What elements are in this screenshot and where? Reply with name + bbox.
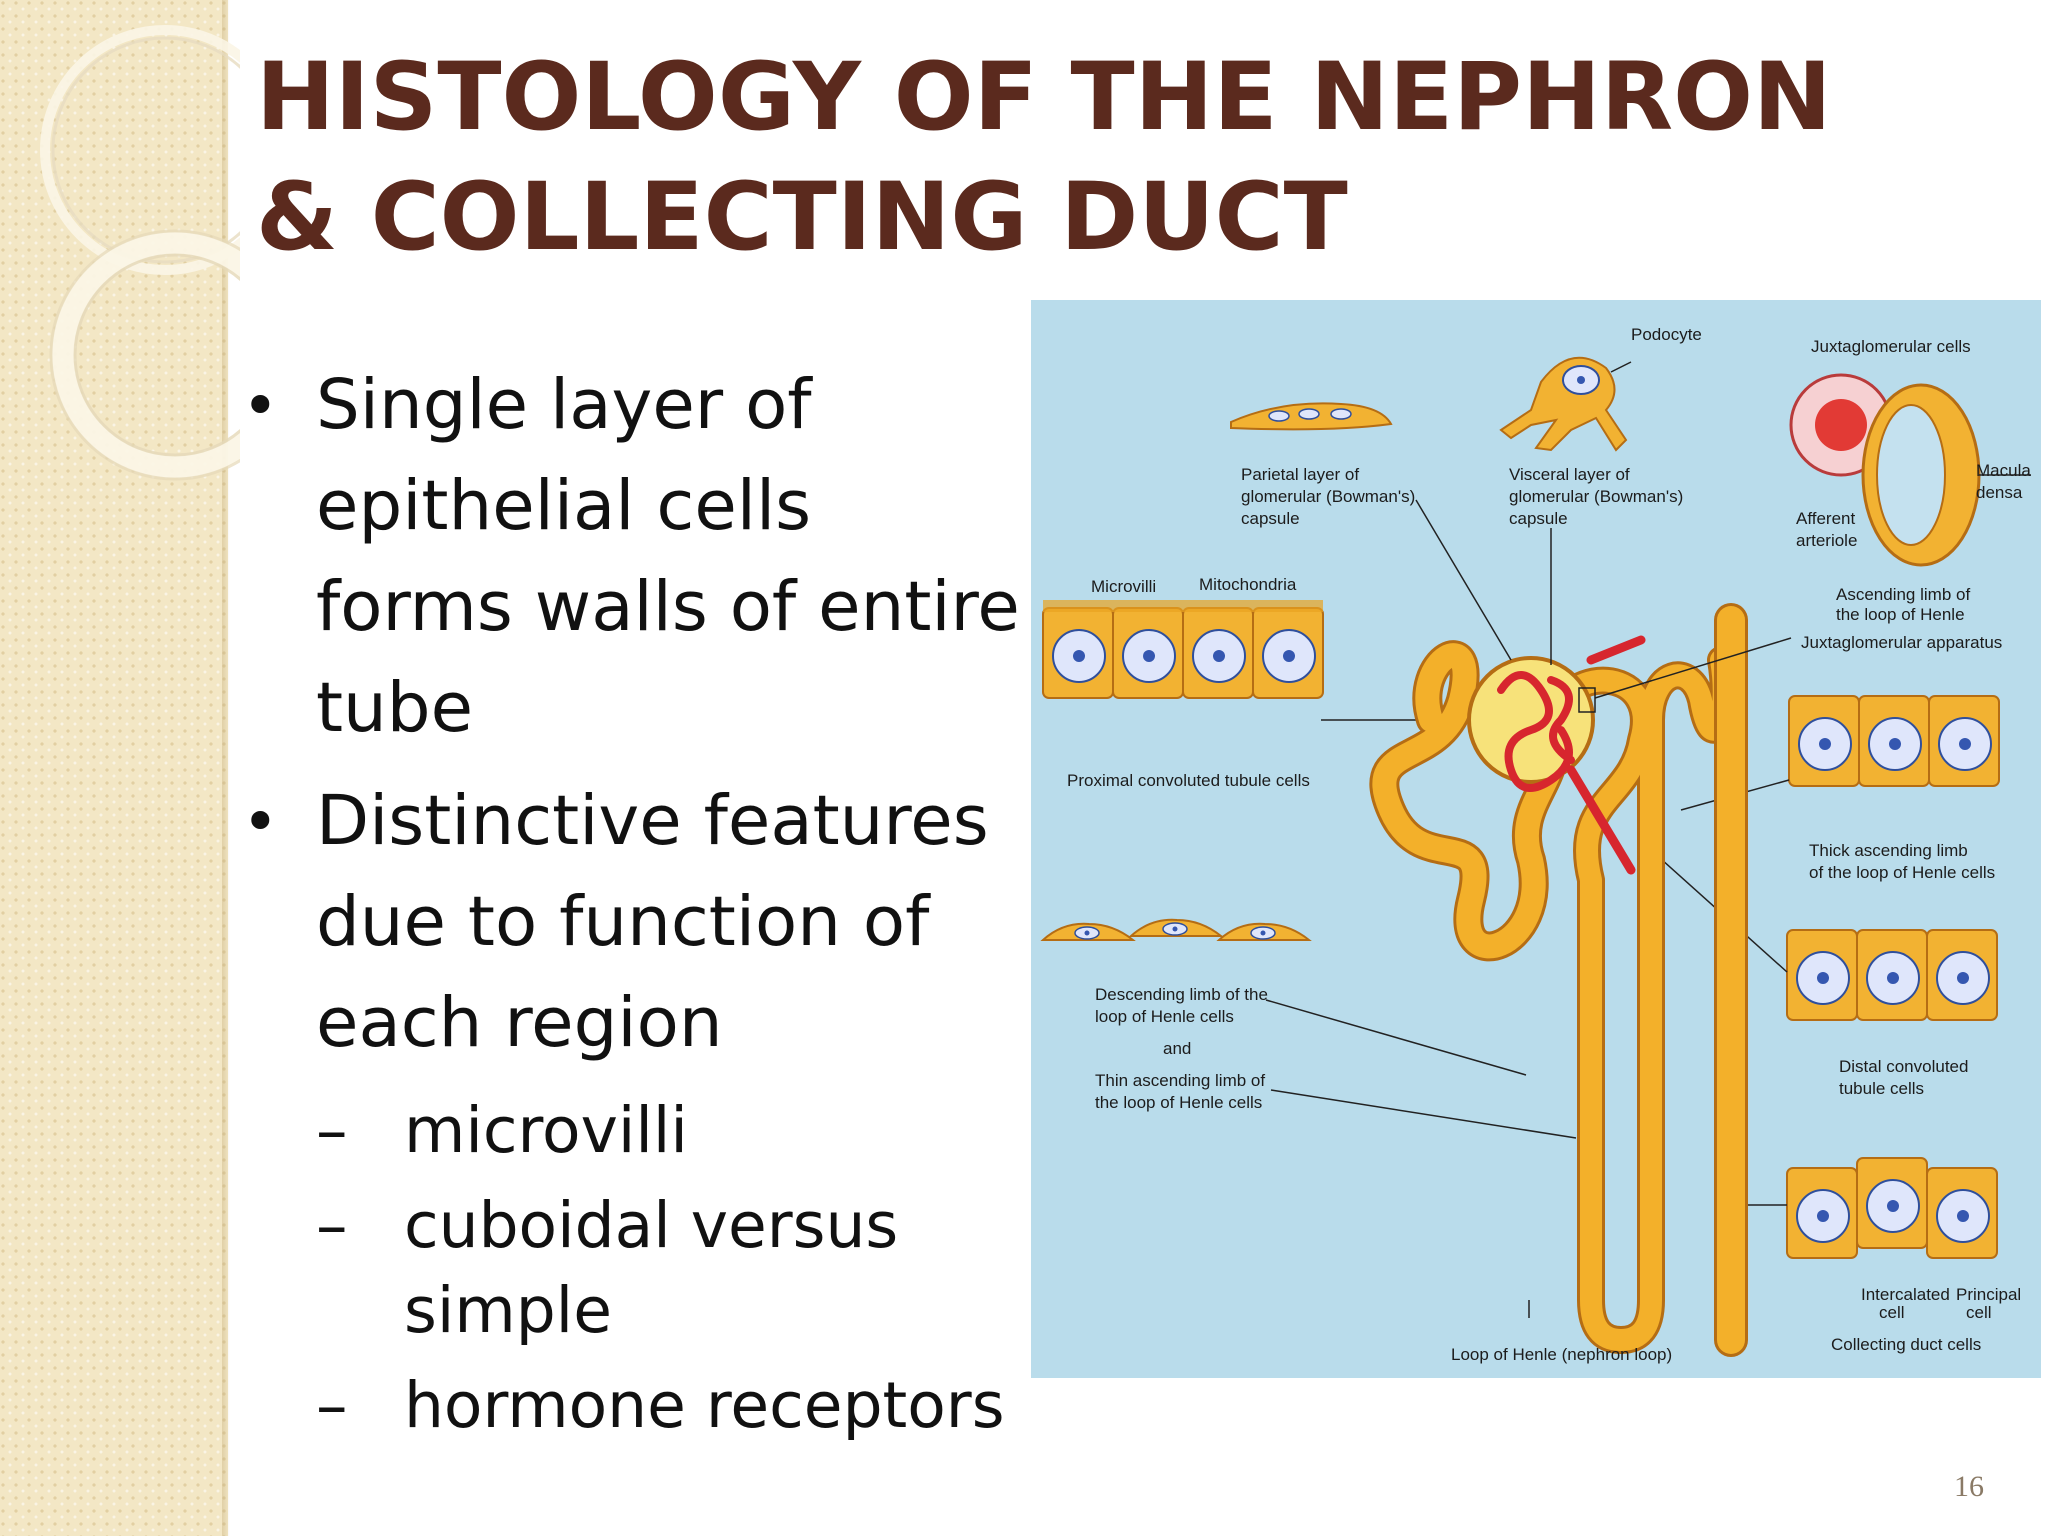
- bullet-item: • Single layer of epithelial cells forms…: [236, 355, 1026, 759]
- label-afferent: arteriole: [1796, 531, 1857, 550]
- dash-icon: –: [316, 1369, 348, 1442]
- label-macula: densa: [1976, 483, 2023, 502]
- label-macula: Macula: [1976, 461, 2031, 480]
- label-dct: tubule cells: [1839, 1079, 1924, 1098]
- glomerulus: [1467, 635, 1646, 875]
- label-jg-cells: Juxtaglomerular cells: [1811, 337, 1971, 356]
- dash-icon: –: [316, 1189, 348, 1262]
- label-principal: Principal: [1956, 1285, 2021, 1304]
- sub-bullet-item: –hormone receptors: [316, 1363, 1026, 1448]
- title-line-2: & COLLECTING DUCT: [256, 163, 1348, 272]
- label-and: and: [1163, 1039, 1191, 1058]
- label-loop: Loop of Henle (nephron loop): [1451, 1345, 1672, 1364]
- label-microvilli: Microvilli: [1091, 577, 1156, 596]
- label-dct: Distal convoluted: [1839, 1057, 1968, 1076]
- label-visceral: capsule: [1509, 509, 1568, 528]
- sub-bullet-text: cuboidal versus simple: [404, 1189, 899, 1347]
- label-principal: cell: [1966, 1303, 1992, 1322]
- label-intercalated: Intercalated: [1861, 1285, 1950, 1304]
- label-parietal: capsule: [1241, 509, 1300, 528]
- label-thick: Thick ascending limb: [1809, 841, 1968, 860]
- label-pct: Proximal convoluted tubule cells: [1067, 771, 1310, 790]
- label-visceral: Visceral layer of: [1509, 465, 1630, 484]
- nephron-diagram: Podocyte Juxtaglomerular cells Parietal …: [1031, 300, 2041, 1378]
- bullet-list: • Single layer of epithelial cells forms…: [236, 355, 1026, 1460]
- bullet-dot-icon: •: [242, 785, 279, 858]
- label-thin: Thin ascending limb of: [1095, 1071, 1265, 1090]
- label-parietal: glomerular (Bowman's): [1241, 487, 1415, 506]
- label-jg-apparatus: Juxtaglomerular apparatus: [1801, 633, 2002, 652]
- label-descending: Descending limb of the: [1095, 985, 1268, 1004]
- bullet-item: • Distinctive features due to function o…: [236, 771, 1026, 1448]
- proximal-tubule-cells: [1042, 600, 1421, 721]
- diagram-text: Podocyte Juxtaglomerular cells Parietal …: [1067, 325, 2031, 1364]
- juxtaglomerular-cells: [1789, 373, 2031, 567]
- bullet-text: Distinctive features due to function of …: [316, 781, 989, 1063]
- bullet-dot-icon: •: [242, 369, 279, 442]
- label-parietal: Parietal layer of: [1241, 465, 1359, 484]
- sub-bullet-item: –cuboidal versus simple: [316, 1183, 1026, 1353]
- podocyte-cell: [1499, 356, 1632, 452]
- sub-bullet-text: hormone receptors: [404, 1369, 1005, 1442]
- sub-bullet-list: –microvilli –cuboidal versus simple –hor…: [316, 1088, 1026, 1448]
- label-visceral: glomerular (Bowman's): [1509, 487, 1683, 506]
- sub-bullet-text: microvilli: [404, 1094, 688, 1167]
- label-descending: loop of Henle cells: [1095, 1007, 1234, 1026]
- dash-icon: –: [316, 1094, 348, 1167]
- label-collecting: Collecting duct cells: [1831, 1335, 1981, 1354]
- sub-bullet-item: –microvilli: [316, 1088, 1026, 1173]
- label-thin: the loop of Henle cells: [1095, 1093, 1262, 1112]
- bullet-text: Single layer of epithelial cells forms w…: [316, 365, 1020, 748]
- label-mitochondria: Mitochondria: [1199, 575, 1297, 594]
- label-intercalated: cell: [1879, 1303, 1905, 1322]
- decorative-rings: [40, 25, 240, 481]
- page-number: 16: [1954, 1470, 1984, 1503]
- label-podocyte: Podocyte: [1631, 325, 1702, 344]
- slide-title: HISTOLOGY OF THE NEPHRON & COLLECTING DU…: [256, 38, 2016, 278]
- label-ascending: Ascending limb of: [1836, 585, 1970, 604]
- label-ascending: the loop of Henle: [1836, 605, 1965, 624]
- leader-lines: [1265, 499, 1792, 1318]
- label-afferent: Afferent: [1796, 509, 1856, 528]
- label-thick: of the loop of Henle cells: [1809, 863, 1995, 882]
- nephron-tubule: [1369, 603, 1748, 1357]
- side-band-shadow: [222, 0, 230, 1536]
- parietal-cell: [1230, 402, 1393, 431]
- title-line-1: HISTOLOGY OF THE NEPHRON: [256, 43, 1832, 152]
